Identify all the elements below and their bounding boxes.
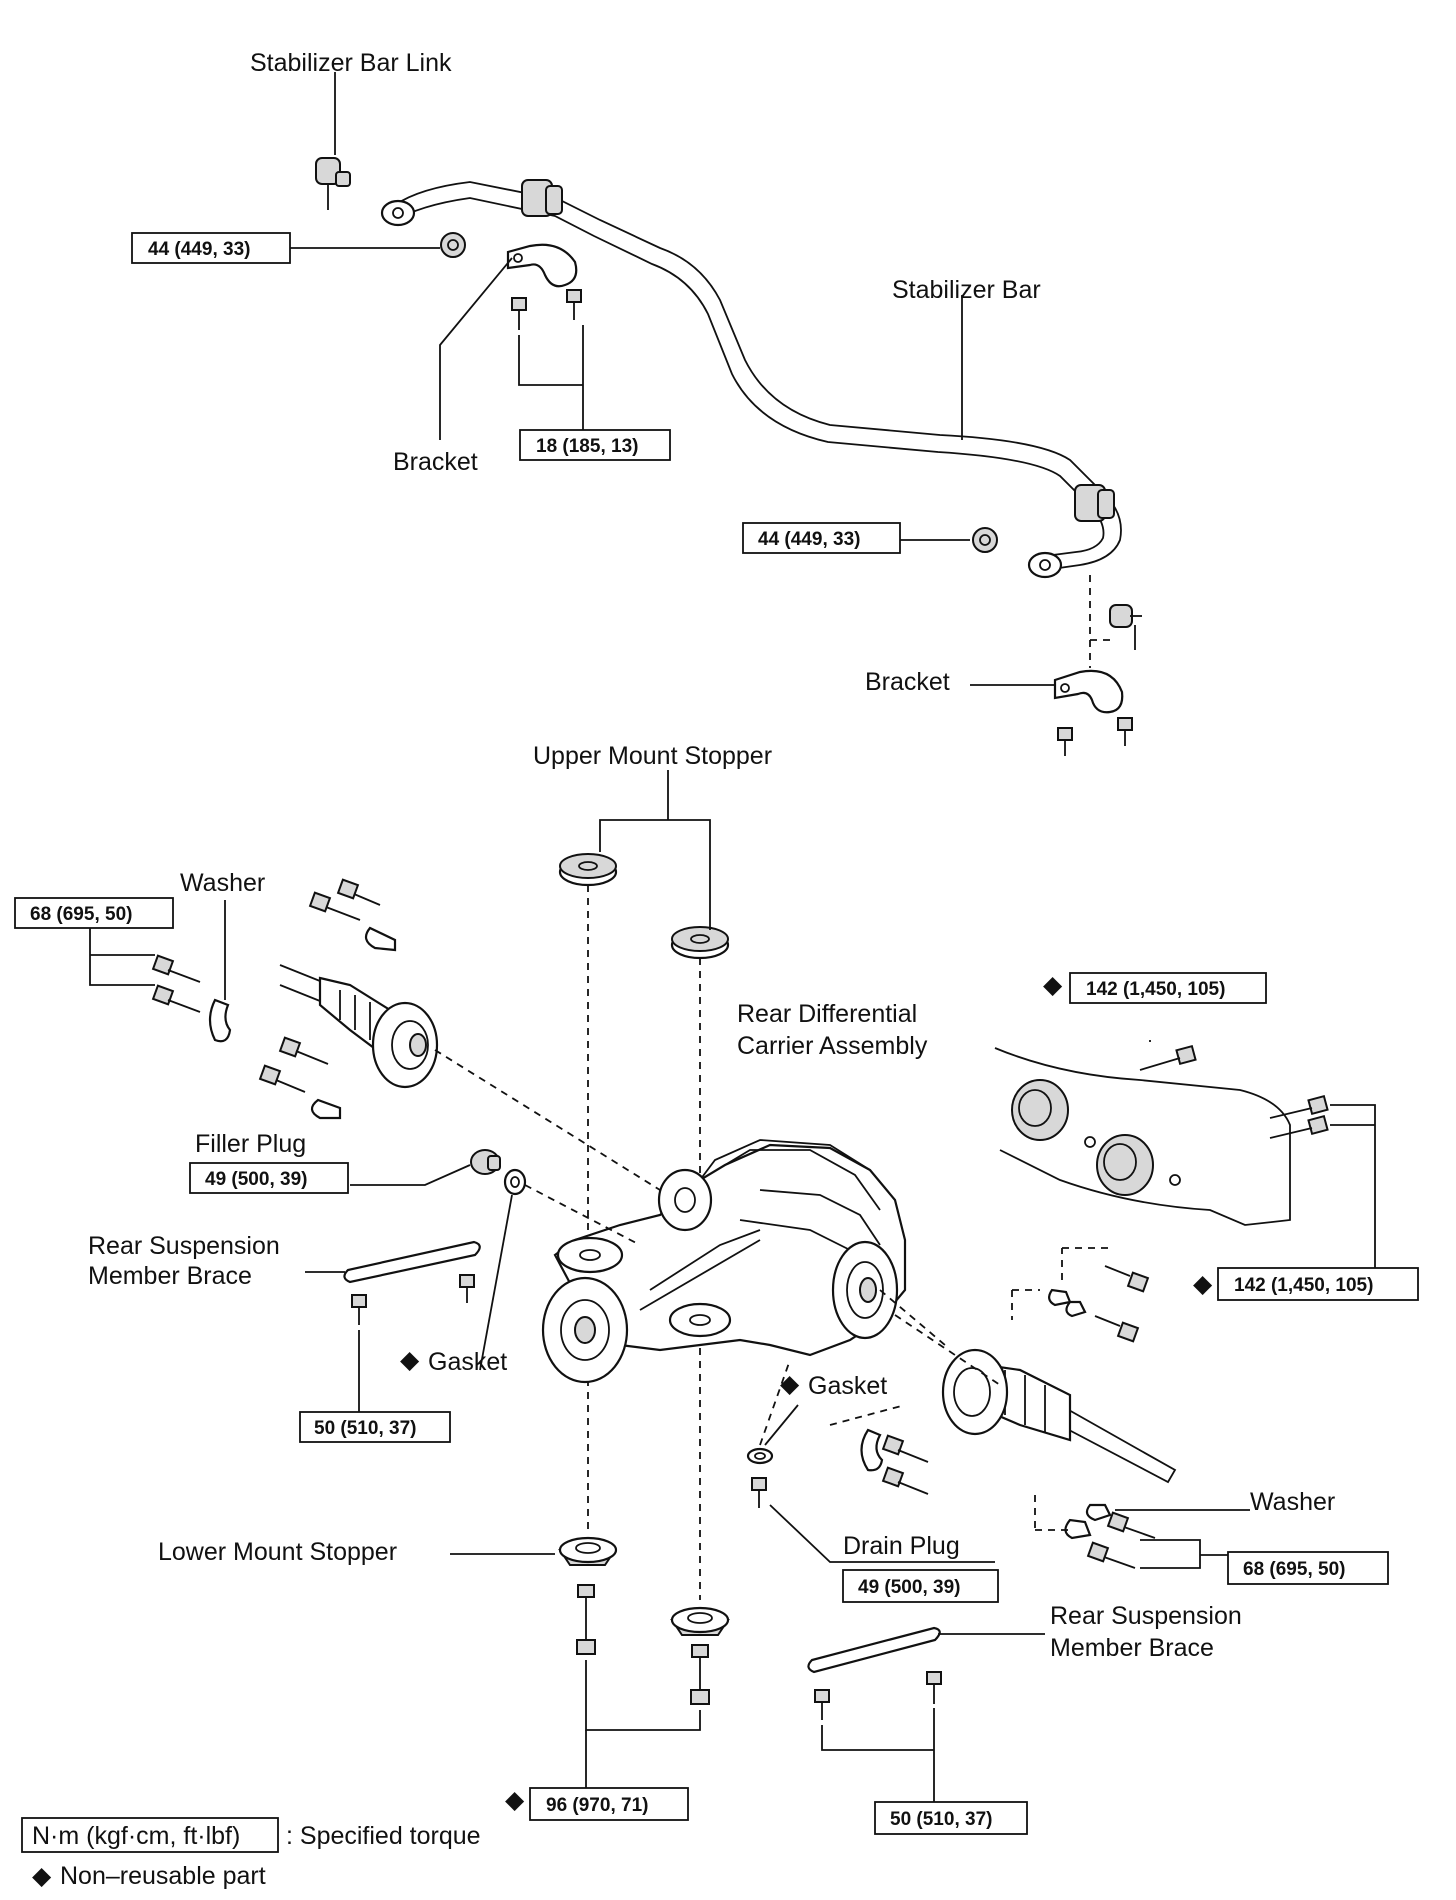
- label-upper-mount-stopper: Upper Mount Stopper: [533, 742, 772, 770]
- upper-mount-stopper-2: [670, 926, 730, 960]
- torque-49a: 49 (500, 39): [205, 1169, 307, 1190]
- bolt-icon: [1269, 1114, 1329, 1139]
- label-rsmb2-line1: Rear Suspension: [1050, 1602, 1242, 1630]
- filler-plug: [470, 1149, 501, 1175]
- rear-suspension-member-brace-left: [343, 1240, 481, 1284]
- torque-49b: 49 (500, 39): [858, 1577, 960, 1598]
- stabilizer-section: [290, 72, 1142, 756]
- torque-96: 96 (970, 71): [546, 1795, 648, 1816]
- bolt-icon: [1106, 1511, 1156, 1539]
- label-lower-mount-stopper: Lower Mount Stopper: [158, 1538, 397, 1566]
- torque-68b: 68 (695, 50): [1243, 1559, 1345, 1580]
- labels: Stabilizer Bar Link Stabilizer Bar Brack…: [88, 49, 1335, 1662]
- label-rsmb2-line2: Member Brace: [1050, 1634, 1214, 1662]
- bolt-icon: [576, 1584, 596, 1655]
- differential-section: [89, 770, 1376, 1802]
- rear-member-housing: [994, 1047, 1291, 1226]
- torque-50b: 50 (510, 37): [890, 1809, 992, 1830]
- bolt-icon: [1094, 1315, 1140, 1343]
- stabilizer-bar: [394, 181, 1122, 571]
- legend-unit: N·m (kgf·cm, ft·lbf): [32, 1822, 240, 1850]
- label-drain-plug: Drain Plug: [843, 1532, 960, 1560]
- label-rdc-line1: Rear Differential: [737, 1000, 917, 1028]
- torque-50a: 50 (510, 37): [314, 1418, 416, 1439]
- label-bracket-2: Bracket: [865, 668, 950, 696]
- label-washer-1: Washer: [180, 869, 265, 897]
- label-stabilizer-bar-link: Stabilizer Bar Link: [250, 49, 452, 77]
- bolt-icon: [511, 297, 527, 330]
- label-gasket-1: Gasket: [428, 1348, 507, 1376]
- bolt-icon: [926, 1671, 942, 1704]
- lower-mount-stopper-2: [670, 1606, 730, 1636]
- label-stabilizer-bar: Stabilizer Bar: [892, 276, 1041, 304]
- torque-specs: 44 (449, 33) 18 (185, 13) 44 (449, 33) 6…: [14, 232, 1419, 1835]
- nut-icon: [440, 232, 466, 258]
- torque-142a: 142 (1,450, 105): [1086, 979, 1225, 1000]
- bolt-icon: [1086, 1541, 1136, 1569]
- washer-left: [208, 998, 232, 1043]
- bolt-icon: [881, 1434, 929, 1463]
- bolt-icon: [814, 1689, 830, 1720]
- bolt-icon: [336, 878, 381, 906]
- upper-mount-stopper-1: [558, 853, 618, 887]
- torque-68a: 68 (695, 50): [30, 904, 132, 925]
- label-rdc-line2: Carrier Assembly: [737, 1032, 928, 1060]
- gasket-right: [746, 1447, 774, 1465]
- drive-shaft-right: [941, 1348, 1177, 1484]
- bracket-left: [506, 243, 578, 288]
- nonreusable-diamond-icon: ◆: [780, 1370, 800, 1398]
- gasket-left: [503, 1168, 527, 1196]
- bracket-right: [1053, 669, 1124, 714]
- bolt-icon: [278, 1036, 329, 1065]
- bolt-icon: [308, 891, 361, 921]
- torque-44b: 44 (449, 33): [758, 529, 860, 550]
- label-gasket-2: Gasket: [808, 1372, 887, 1400]
- bolt-icon: [351, 1294, 367, 1325]
- label-bracket-1: Bracket: [393, 448, 478, 476]
- bar-end-right: [1027, 551, 1063, 579]
- label-filler-plug: Filler Plug: [195, 1130, 306, 1158]
- torque-142b: 142 (1,450, 105): [1234, 1275, 1373, 1296]
- bolt-icon: [459, 1274, 475, 1303]
- bolt-icon: [151, 954, 201, 983]
- bolt-icon: [566, 289, 582, 320]
- washer-right: [860, 1428, 884, 1472]
- torque-44a: 44 (449, 33): [148, 239, 250, 260]
- bolt-icon: [1139, 1044, 1197, 1071]
- legend-nonreusable: Non–reusable part: [60, 1862, 266, 1890]
- bolt-icon: [258, 1064, 306, 1093]
- stabilizer-link-left: [315, 157, 351, 210]
- label-rsmb1-line1: Rear Suspension: [88, 1232, 280, 1260]
- label-washer-2: Washer: [1250, 1488, 1335, 1516]
- nonreusable-diamond-icon: ◆: [1193, 1270, 1213, 1298]
- label-rsmb1-line2: Member Brace: [88, 1262, 252, 1290]
- drive-shaft-left: [279, 964, 439, 1089]
- lower-mount-stopper-1: [558, 1536, 618, 1566]
- bolt-icon: [151, 984, 201, 1013]
- bolt-icon: [1117, 717, 1133, 746]
- nonreusable-diamond-icon: ◆: [400, 1346, 420, 1374]
- bar-end-left: [380, 199, 416, 227]
- drain-plug: [751, 1477, 767, 1508]
- bolt-icon: [1269, 1094, 1329, 1119]
- legend-unit-desc: : Specified torque: [286, 1822, 481, 1850]
- bolt-icon: [1104, 1265, 1150, 1293]
- rear-suspension-member-brace-right: [807, 1626, 941, 1674]
- bolt-icon: [1057, 727, 1073, 756]
- nonreusable-diamond-icon: ◆: [1043, 971, 1063, 999]
- nonreusable-diamond-icon: ◆: [32, 1862, 52, 1890]
- bolt-icon: [690, 1644, 710, 1705]
- nut-icon: [972, 527, 998, 553]
- legend: N·m (kgf·cm, ft·lbf) : Specified torque …: [21, 1817, 481, 1890]
- nonreusable-diamond-icon: ◆: [505, 1786, 525, 1814]
- torque-18: 18 (185, 13): [536, 436, 638, 457]
- bolt-icon: [881, 1466, 929, 1495]
- stabilizer-link-right: [1109, 604, 1142, 650]
